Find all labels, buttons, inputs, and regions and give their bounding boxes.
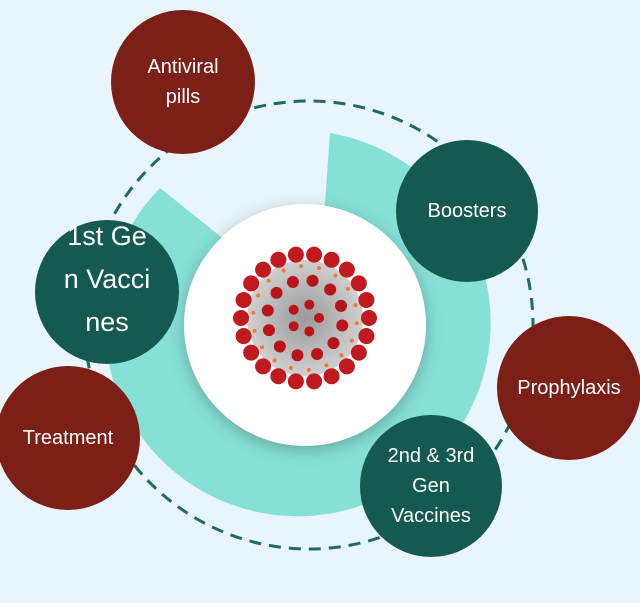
node-treatment[interactable]: Treatment	[0, 366, 140, 510]
coronavirus-icon	[233, 246, 377, 390]
teal-ring-arc	[104, 133, 491, 517]
node-label: Boosters	[427, 200, 507, 222]
node-prophylaxis[interactable]: Prophylaxis	[497, 316, 640, 460]
node-label: Prophylaxis	[517, 377, 621, 399]
node-label: 2nd & 3rd Gen Vaccines	[387, 445, 475, 527]
node-1st-gen-vaccines[interactable]: 1st Gen Vaccines	[35, 220, 179, 364]
node-2nd-3rd-gen-vaccines[interactable]: 2nd & 3rd Gen Vaccines	[360, 415, 502, 557]
node-antiviral-pills[interactable]: Antiviral pills	[111, 10, 255, 154]
node-label: 1st Gen Vaccines	[63, 220, 151, 337]
node-label: Antiviral pills	[147, 56, 219, 108]
node-boosters[interactable]: Boosters	[396, 140, 538, 282]
node-label: Treatment	[22, 427, 114, 449]
